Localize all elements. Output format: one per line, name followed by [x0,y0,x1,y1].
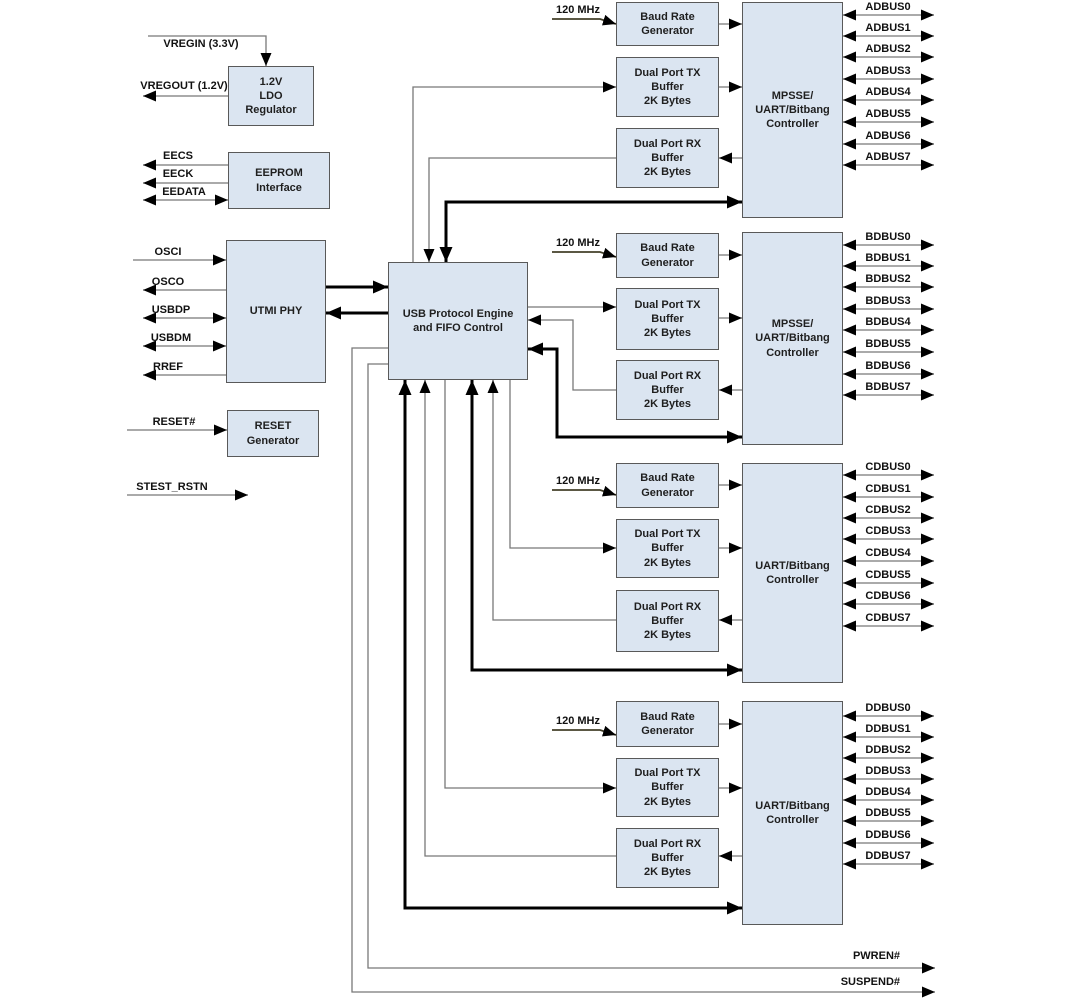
wire-clock-c [552,485,617,497]
wire-suspend [351,347,935,998]
block-controller-d: UART/Bitbang Controller [742,701,843,925]
block-controller-c: UART/Bitbang Controller [742,463,843,683]
label-vregin: VREGIN (3.3V) [163,38,239,50]
label-usbdm: USBDM [150,332,192,344]
block-utmi-phy: UTMI PHY [226,240,326,383]
label-adbus6: ADBUS6 [865,130,911,142]
label-bdbus2: BDBUS2 [865,273,911,285]
label-bdbus0: BDBUS0 [865,231,911,243]
block-controller-b: MPSSE/ UART/Bitbang Controller [742,232,843,445]
label-osco: OSCO [151,276,185,288]
block-tx-buffer-b: Dual Port TX Buffer 2K Bytes [616,288,719,350]
block-controller-a: MPSSE/ UART/Bitbang Controller [742,2,843,218]
label-adbus1: ADBUS1 [865,22,911,34]
label-ddbus5: DDBUS5 [865,807,911,819]
wire-rxb-to-engine [528,314,616,391]
label-adbus0: ADBUS0 [865,1,911,13]
wire-rxc-to-engine [487,380,616,621]
label-bdbus4: BDBUS4 [865,316,911,328]
wire-rxd-to-engine [419,380,616,857]
label-cdbus7: CDBUS7 [865,612,911,624]
block-baud-rate-generator-b: Baud Rate Generator [616,233,719,278]
label-adbus7: ADBUS7 [865,151,911,163]
label-clock-d: 120 MHz [555,715,601,727]
block-tx-buffer-d: Dual Port TX Buffer 2K Bytes [616,758,719,817]
label-bdbus7: BDBUS7 [865,381,911,393]
label-stest-rstn: STEST_RSTN [136,481,208,493]
label-cdbus4: CDBUS4 [865,547,911,559]
label-reset: RESET# [152,416,196,428]
label-cdbus0: CDBUS0 [865,461,911,473]
wire-engine-to-txa [412,81,616,262]
block-reset-generator: RESET Generator [227,410,319,457]
label-usbdp: USBDP [151,304,191,316]
label-cdbus6: CDBUS6 [865,590,911,602]
block-baud-rate-generator-d: Baud Rate Generator [616,701,719,747]
block-rx-buffer-d: Dual Port RX Buffer 2K Bytes [616,828,719,888]
block-baud-rate-generator-a: Baud Rate Generator [616,2,719,46]
block-rx-buffer-b: Dual Port RX Buffer 2K Bytes [616,360,719,420]
label-ddbus0: DDBUS0 [865,702,911,714]
label-cdbus5: CDBUS5 [865,569,911,581]
label-suspend: SUSPEND# [840,976,900,988]
label-cdbus2: CDBUS2 [865,504,911,516]
label-eedata: EEDATA [162,186,206,198]
label-ddbus1: DDBUS1 [865,723,911,735]
block-rx-buffer-c: Dual Port RX Buffer 2K Bytes [616,590,719,652]
label-adbus4: ADBUS4 [865,86,911,98]
block-usb-protocol-engine: USB Protocol Engine and FIFO Control [388,262,528,380]
label-cdbus1: CDBUS1 [865,483,911,495]
wire-engine-to-txc [509,380,616,554]
label-clock-c: 120 MHz [555,475,601,487]
label-clock-a: 120 MHz [555,4,601,16]
label-ddbus4: DDBUS4 [865,786,911,798]
label-eeck: EECK [162,168,194,180]
label-vregout: VREGOUT (1.2V) [140,80,228,92]
label-bdbus6: BDBUS6 [865,360,911,372]
label-ddbus6: DDBUS6 [865,829,911,841]
label-ddbus7: DDBUS7 [865,850,911,862]
label-bdbus5: BDBUS5 [865,338,911,350]
label-cdbus3: CDBUS3 [865,525,911,537]
label-bdbus3: BDBUS3 [865,295,911,307]
label-osci: OSCI [154,246,182,258]
label-adbus3: ADBUS3 [865,65,911,77]
label-clock-b: 120 MHz [555,237,601,249]
label-ddbus2: DDBUS2 [865,744,911,756]
label-bdbus1: BDBUS1 [865,252,911,264]
wire-clock-a [552,14,617,26]
block-tx-buffer-a: Dual Port TX Buffer 2K Bytes [616,57,719,117]
block-tx-buffer-c: Dual Port TX Buffer 2K Bytes [616,519,719,578]
block-eeprom-interface: EEPROM Interface [228,152,330,209]
wire-clock-b [552,247,617,259]
label-eecs: EECS [163,150,193,162]
label-pwren: PWREN# [852,950,900,962]
block-rx-buffer-a: Dual Port RX Buffer 2K Bytes [616,128,719,188]
label-adbus5: ADBUS5 [865,108,911,120]
label-rref: RREF [153,361,183,373]
label-ddbus3: DDBUS3 [865,765,911,777]
wire-clock-d [552,725,617,737]
label-adbus2: ADBUS2 [865,43,911,55]
block-ldo-regulator: 1.2V LDO Regulator [228,66,314,126]
block-baud-rate-generator-c: Baud Rate Generator [616,463,719,508]
